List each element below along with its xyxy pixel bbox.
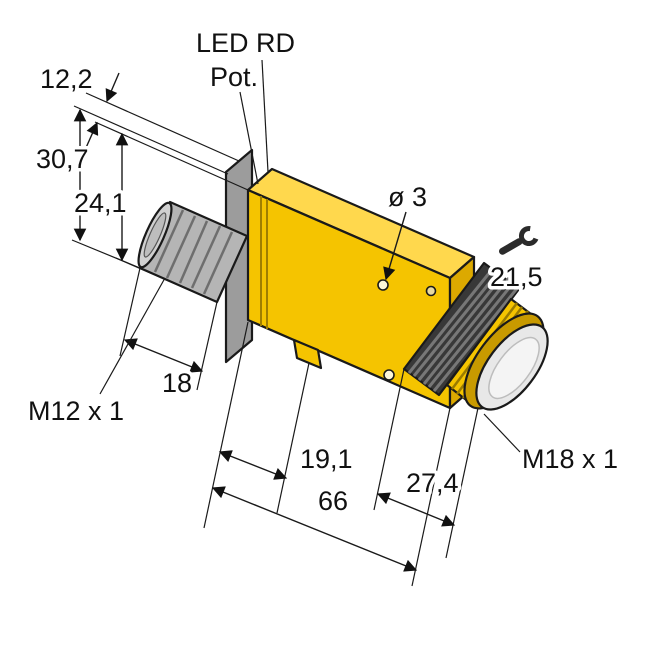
m12-connector-threads	[153, 209, 234, 295]
dim-height-total: 30,7	[33, 105, 229, 269]
callout-hole-diameter: ø 3	[383, 179, 431, 281]
dim-connector-length: 18	[119, 267, 218, 402]
m12-endcap-inner	[143, 212, 167, 258]
dim-height-total-label: 30,7	[36, 144, 89, 174]
m18-barrel	[402, 261, 549, 411]
dimension-annotations: 12,2 30,7 24,1 LED RD Pot. ø 3 21,5	[25, 25, 622, 587]
pot-label: Pot.	[210, 62, 258, 92]
pot-hole	[377, 279, 389, 291]
knurl-ribs	[407, 266, 521, 392]
dim-tab-position: 19,1	[218, 441, 356, 480]
sensor-illustration	[137, 148, 549, 411]
dim-height-inner-label: 24,1	[74, 188, 127, 218]
wrench-icon	[499, 226, 539, 255]
lens-inner	[488, 336, 540, 400]
dim-tab-position-label: 19,1	[300, 444, 353, 474]
dim-height-inner: 24,1	[71, 132, 218, 303]
callout-led-pot: LED RD Pot.	[193, 25, 299, 185]
dim-offset-top: 12,2	[37, 61, 249, 191]
wrench-size-label: 21,5	[490, 262, 543, 292]
dim-barrel-length-label: 27,4	[406, 468, 459, 498]
dim-body-length: 66	[211, 483, 418, 572]
callout-connector-thread: M12 x 1	[25, 277, 166, 430]
callout-barrel-thread: M18 x 1	[483, 413, 622, 478]
barrel-thread-label: M18 x 1	[522, 444, 618, 474]
dim-body-length-label: 66	[318, 486, 348, 516]
led-label: LED RD	[196, 28, 295, 58]
bottom-hole	[383, 369, 395, 381]
mounting-tab	[292, 338, 323, 370]
hole-diameter-label: ø 3	[388, 182, 427, 212]
dim-offset-top-label: 12,2	[40, 64, 93, 94]
dim-connector-length-label: 18	[162, 368, 192, 398]
connector-thread-label: M12 x 1	[28, 396, 124, 426]
m12-connector	[137, 200, 249, 304]
dim-barrel-length: 27,4	[376, 465, 462, 527]
led-indicator	[425, 285, 437, 297]
